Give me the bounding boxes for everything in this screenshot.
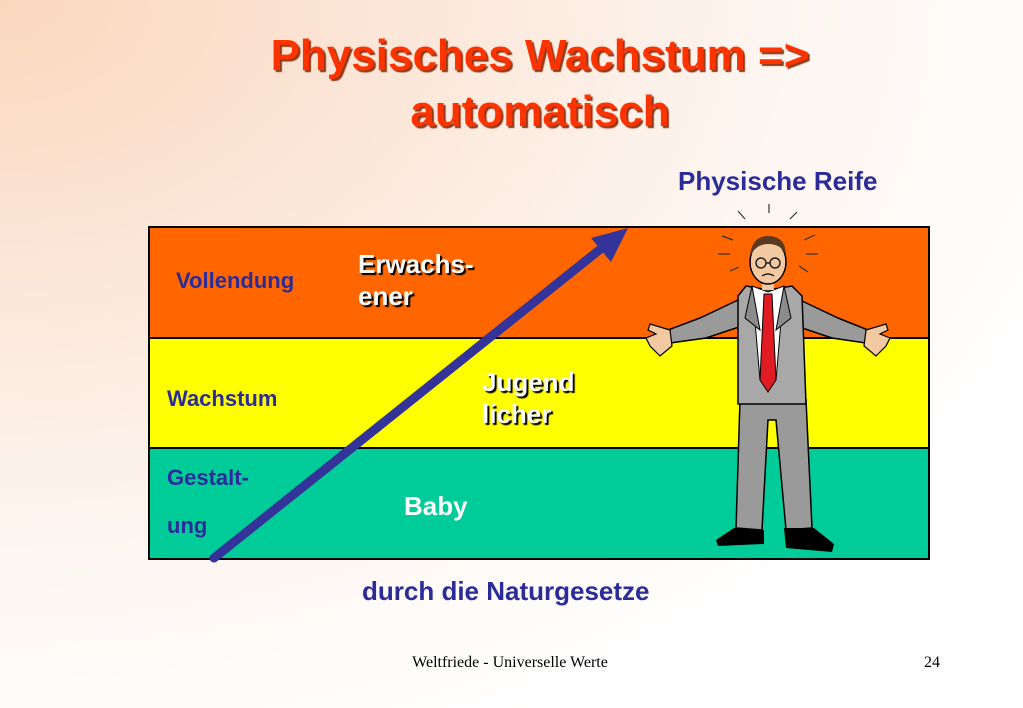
footer-text: Weltfriede - Universelle Werte — [412, 654, 608, 671]
stage-youth: Jugend licher — [482, 366, 574, 430]
band-label-formation-1: Gestalt- — [167, 465, 249, 490]
stage-youth-line-1: Jugend — [482, 367, 575, 397]
page-number: 24 — [924, 654, 940, 671]
stage-adult: Erwachs- ener — [358, 248, 474, 312]
band-label-growth: Wachstum — [167, 386, 278, 411]
physical-maturity-label: Physische Reife — [678, 166, 878, 196]
band-label-formation-2: ung — [167, 513, 208, 538]
title-line-2: automatisch — [410, 87, 670, 136]
man-figure-icon — [645, 204, 891, 552]
title-line-1: Physisches Wachstum => — [270, 31, 810, 80]
stage-adult-line-1: Erwachs- — [358, 249, 474, 279]
natural-laws-label: durch die Naturgesetze — [362, 576, 650, 606]
band-label-completion: Vollendung — [176, 268, 295, 293]
stage-adult-line-2: ener — [358, 281, 413, 311]
growth-arrow — [209, 228, 628, 563]
slide-title: Physisches Wachstum => automatisch — [140, 28, 940, 140]
stage-baby: Baby — [404, 491, 468, 521]
stage-youth-line-2: licher — [482, 399, 552, 429]
